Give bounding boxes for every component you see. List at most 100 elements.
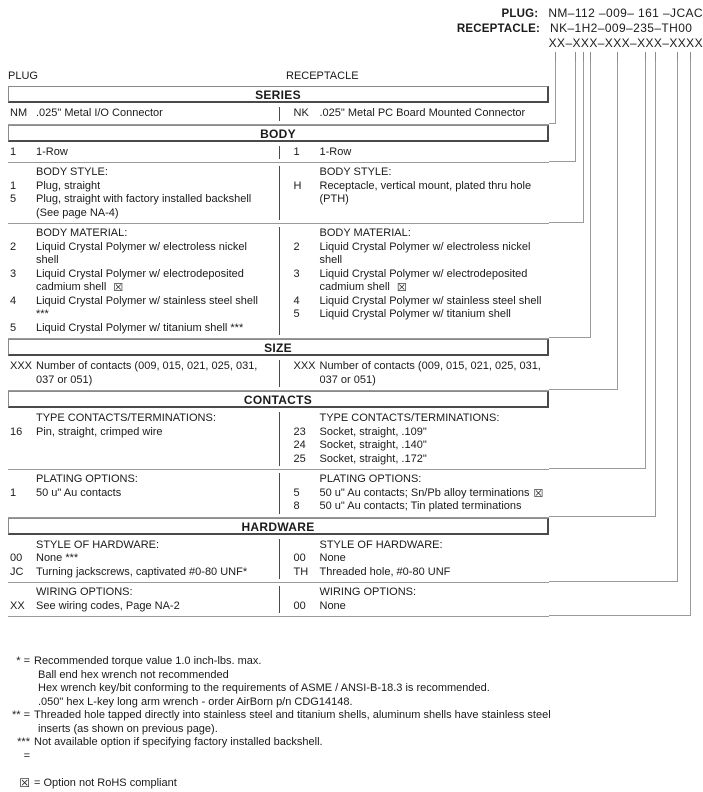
option-description: Liquid Crystal Polymer w/ stainless stee… [319, 294, 542, 307]
part-number-tick-marks [0, 52, 703, 64]
part-number-tick [617, 52, 618, 61]
option-description: None [319, 599, 346, 612]
bracket-vertical-line [555, 61, 556, 123]
option-code: XXX [10, 360, 33, 372]
option-group-title: BODY STYLE: [36, 166, 108, 178]
option-code: 1 [10, 179, 17, 192]
section-title-bar: SIZE [8, 339, 549, 356]
option-row: 1 1-Row [8, 146, 271, 160]
part-number-tick [583, 52, 584, 61]
option-code: 00 [293, 599, 306, 612]
option-code: XXX [293, 360, 316, 372]
option-code: 1 [293, 145, 300, 158]
option-group-title: TYPE CONTACTS/TERMINATIONS: [319, 412, 500, 424]
receptacle-column-cell: TYPE CONTACTS/TERMINATIONS: 23 Socket, str… [278, 412, 550, 467]
part-number-value: NK–1H2–009–235–TH00 [550, 21, 693, 35]
bracket-vertical-line [590, 61, 591, 337]
option-description: Liquid Crystal Polymer w/ electroless ni… [36, 240, 247, 267]
bracket-horizontal-line [549, 389, 618, 390]
option-code: 3 [10, 267, 17, 280]
option-description: Liquid Crystal Polymer w/ electrodeposit… [36, 267, 244, 280]
rohs-not-compliant-icon: ☒ [533, 487, 544, 500]
option-row: 4 Liquid Crystal Polymer w/ stainless ste… [8, 295, 271, 322]
plug-column-cell: 1 1-Row [8, 146, 279, 160]
option-description: Socket, straight, .109" [319, 425, 427, 438]
bracket-vertical-line [617, 61, 618, 389]
option-description: .025" Metal PC Board Mounted Connector [319, 107, 526, 119]
rohs-not-compliant-icon: ☒ [396, 282, 407, 294]
option-code: 5 [10, 193, 17, 205]
option-code: 2 [10, 240, 17, 253]
bracket-vertical-line [677, 61, 678, 581]
footnote: *** =Not available option if specifying … [8, 736, 628, 763]
option-row: NK.025" Metal PC Board Mounted Connector [292, 107, 550, 121]
option-code: 23 [293, 425, 306, 438]
option-continuation: cadmium shell☒ [36, 281, 124, 294]
part-number-tick [677, 52, 678, 61]
option-row: 3 Liquid Crystal Polymer w/ electrodeposi… [8, 268, 271, 282]
option-description: Liquid Crystal Polymer w/ stainless stee… [36, 294, 258, 321]
option-code: 00 [293, 552, 306, 564]
option-group-title: PLATING OPTIONS: [36, 473, 138, 485]
option-code: 16 [10, 425, 23, 438]
option-code: 1 [10, 145, 17, 158]
part-number-tick [555, 52, 556, 61]
option-description: Number of contacts (009, 015, 021, 025, … [36, 360, 258, 372]
option-description: 50 u" Au contacts [36, 486, 122, 499]
option-group-title: PLATING OPTIONS: [319, 473, 422, 485]
bracket-horizontal-line [549, 581, 678, 582]
column-header-receptacle: RECEPTACLE [286, 70, 359, 82]
option-code: 5 [10, 321, 17, 334]
option-description: Turning jackscrews, captivated #0-80 UNF… [36, 565, 248, 578]
footnote-marker: * = [16, 655, 30, 667]
option-continuation: 037 or 051) [319, 373, 376, 386]
option-description: 1-Row [36, 145, 68, 158]
bracket-vertical-line [655, 61, 656, 516]
part-number-tick [575, 52, 576, 61]
receptacle-column-cell: NK.025" Metal PC Board Mounted Connector [278, 107, 550, 121]
bracket-horizontal-line [549, 337, 591, 338]
option-description: Liquid Crystal Polymer w/ titanium shell [319, 308, 511, 320]
footnotes: * =Recommended torque value 1.0 inch-lbs… [8, 655, 628, 791]
part-number-label: PLUG: [501, 8, 539, 20]
option-group-title: TYPE CONTACTS/TERMINATIONS: [36, 412, 216, 424]
footnote: * =Recommended torque value 1.0 inch-lbs… [8, 655, 628, 709]
option-continuation: 037 or 051) [36, 373, 93, 386]
option-code: 24 [293, 439, 306, 451]
option-description: 50 u" Au contacts; Sn/Pb alloy terminati… [319, 486, 544, 500]
option-group-title: BODY MATERIAL: [36, 227, 128, 239]
option-code: 5 [293, 308, 300, 320]
bracket-horizontal-line [549, 161, 576, 162]
option-code: 4 [10, 294, 17, 307]
option-code: XX [10, 599, 25, 612]
rohs-legend-text: = Option not RoHS compliant [34, 777, 177, 789]
part-number-tick [690, 52, 691, 61]
